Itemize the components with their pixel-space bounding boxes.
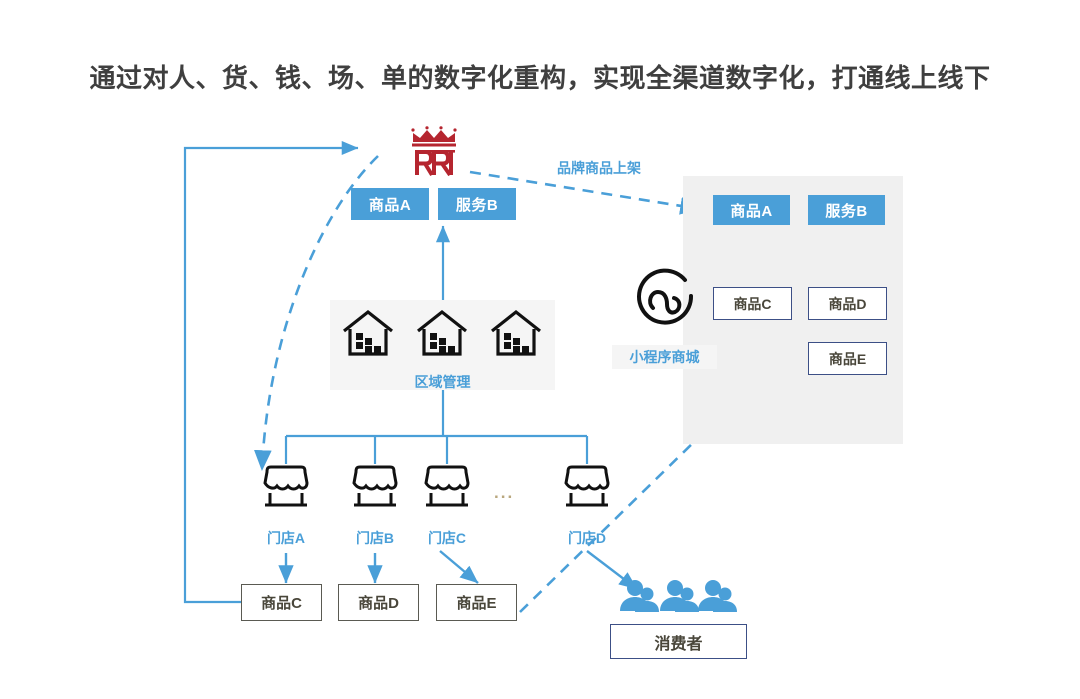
storefront-icon (420, 462, 474, 508)
brand-chip-service-b[interactable]: 服务B (438, 188, 516, 220)
brand-chip-product-a[interactable]: 商品A (351, 188, 429, 220)
annotation-brand-listing: 品牌商品上架 (557, 160, 641, 176)
storefront-icon (259, 462, 313, 508)
mall-box-product-c[interactable]: 商品C (713, 287, 792, 320)
crown-monogram-logo (405, 126, 469, 178)
arrow-store-c-to-product-e (439, 550, 479, 584)
miniprogram-label: 小程序商城 (612, 345, 717, 369)
store-label-c: 门店C (427, 530, 467, 546)
connector-region-to-stores (284, 390, 589, 464)
mall-chip-product-a[interactable]: 商品A (713, 195, 790, 225)
house-icon (489, 308, 543, 360)
people-group-icon (617, 578, 737, 616)
store-label-b: 门店B (355, 530, 395, 546)
mall-box-product-d[interactable]: 商品D (808, 287, 887, 320)
mall-chip-service-b[interactable]: 服务B (808, 195, 885, 225)
storefront-icon (560, 462, 614, 508)
store-product-box-c[interactable]: 商品C (241, 584, 322, 621)
house-icon (341, 308, 395, 360)
storefront-icon (348, 462, 402, 508)
consumers-box[interactable]: 消费者 (610, 624, 747, 659)
store-label-a: 门店A (266, 530, 306, 546)
page-title: 通过对人、货、钱、场、单的数字化重构，实现全渠道数字化，打通线上线下 (89, 63, 991, 93)
house-icon (415, 308, 469, 360)
stores-ellipsis: ... (494, 483, 515, 502)
store-label-d: 门店D (567, 530, 607, 546)
store-product-box-d[interactable]: 商品D (338, 584, 419, 621)
wechat-miniprogram-icon (629, 262, 701, 334)
mall-box-product-e[interactable]: 商品E (808, 342, 887, 375)
region-management-label: 区域管理 (414, 374, 471, 390)
store-product-box-e[interactable]: 商品E (436, 584, 517, 621)
